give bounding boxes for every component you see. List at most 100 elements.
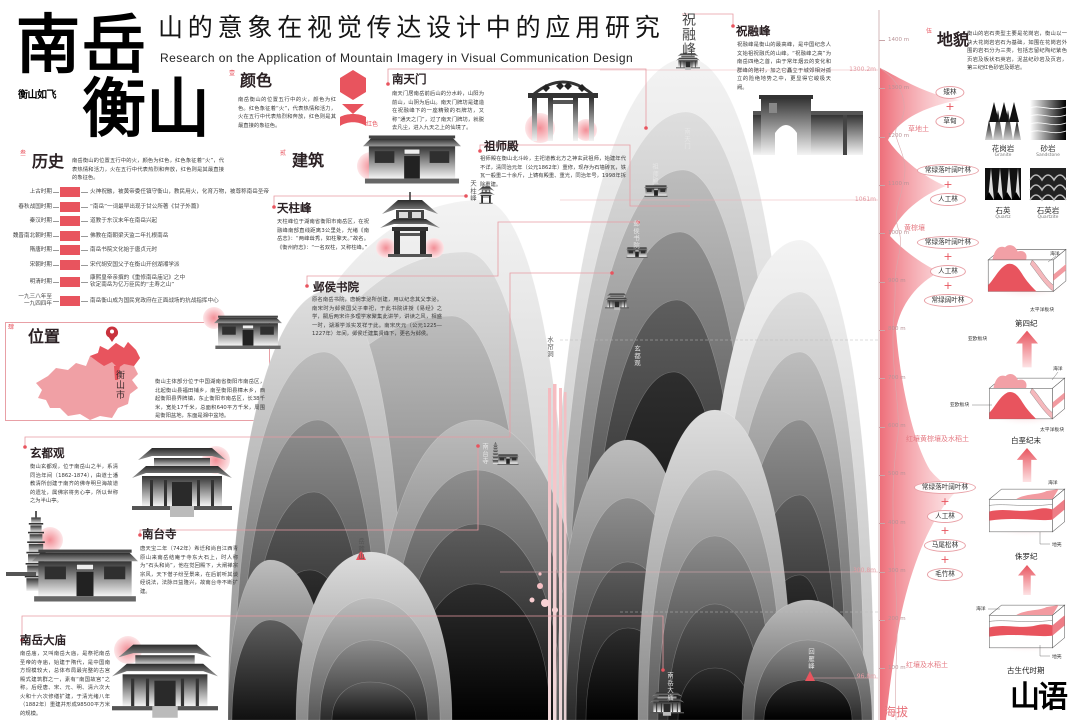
vegetation-separator: + — [943, 250, 952, 265]
timeline-connector — [53, 191, 59, 193]
timeline-marker — [60, 187, 80, 197]
logo-tagline: 衡山如飞 — [18, 90, 57, 101]
nanyuedamiao-temple-illustration — [112, 636, 218, 718]
timeline-marker — [60, 216, 80, 226]
geology-stage: 第四纪 — [1015, 319, 1038, 328]
altitude-tick — [879, 88, 885, 90]
mountain-label-xuanduguan: 玄都观 — [633, 345, 640, 367]
vegetation-type: 矮林 — [935, 85, 965, 99]
vegetation-type: 常绿落叶阔叶林 — [916, 235, 980, 249]
geology-label-crust: 地壳 — [1052, 655, 1062, 660]
vegetation-zone: 常绿落叶阔叶林+人工林+马尾松林+毛竹林 — [913, 480, 977, 582]
vegetation-item: 人工林 — [930, 192, 966, 207]
altitude-tick-label: 1200 m — [888, 133, 910, 140]
altitude-tick — [879, 668, 885, 670]
geology-label-pacific: 太平洋板块 — [1030, 308, 1054, 313]
timeline-row: 秦汉时期 道教于东汉末年在南岳兴起 — [0, 216, 285, 226]
plus-icon: + — [943, 279, 953, 293]
elevation-marker-yuelushan: 300.8m — [852, 567, 876, 574]
mountain-label-zushidian: 祖师殿 — [651, 163, 658, 185]
rock-label-en: Sandstone — [1036, 153, 1060, 158]
site-title-yehoushuyuan: 邺侯书院 — [313, 280, 359, 294]
site-title-nantianmen: 南天门 — [392, 72, 427, 86]
vegetation-zone: 常绿落叶阔叶林+人工林 — [916, 163, 980, 207]
vegetation-item: 人工林 — [927, 509, 963, 524]
rock-label-en: Quartzite — [1037, 215, 1059, 220]
timeline-marker — [60, 231, 80, 241]
history-timeline: 上古时期火神祝融，被黄帝委任镇守衡山，教民用火，化育万物，被尊称南岳圣帝春秋战国… — [0, 0, 280, 320]
section-title-location: 位置 — [28, 327, 61, 346]
altitude-tick-label: 900 m — [888, 278, 906, 285]
timeline-connector — [81, 235, 88, 237]
altitude-tick-label: 100 m — [888, 664, 906, 671]
timeline-connector — [81, 300, 88, 302]
vegetation-type: 常绿落叶阔叶林 — [913, 480, 977, 494]
vegetation-type: 常绿阔叶林 — [923, 293, 973, 307]
elevation-marker-huiyanfeng: 96.8m — [856, 673, 876, 680]
timeline-period: 上古时期 — [29, 188, 52, 195]
xuanduguan-temple-illustration — [132, 446, 232, 517]
vegetation-zone: 常绿落叶阔叶林+人工林+常绿阔叶林 — [916, 235, 980, 308]
geology-stage: 古生代时期 — [1007, 666, 1045, 675]
vegetation-item: 常绿落叶阔叶林 — [913, 480, 977, 495]
plus-icon: + — [940, 524, 950, 538]
location-description: 衡山主体部分位于中国湖南省衡阳市南岳区，北起衡山县福田铺乡，南至衡阳县樟木乡，西… — [155, 379, 265, 419]
altitude-tick — [879, 378, 885, 380]
timeline-connector — [81, 264, 88, 266]
timeline-period: 明清时期 — [29, 278, 52, 285]
timeline-connector — [81, 281, 88, 283]
section-title-landform: 地貌 — [937, 30, 970, 49]
vegetation-item: 草甸 — [935, 114, 965, 129]
color-description: 南岳衡山的位置五行中的火，颜色为红色。红色象征着“火”，代表热情和活力，火在五行… — [238, 97, 336, 129]
site-title-zushidian: 祖师殿 — [484, 139, 519, 153]
rock-label: 石英 — [995, 206, 1011, 215]
geology-stage: 侏罗纪 — [1015, 552, 1038, 561]
timeline-connector — [81, 191, 88, 193]
site-text-xuanduguan: 衡山玄都观，位于南岳山之半，系清同治年间（1862-1874），由道士潘教清所创… — [30, 464, 118, 504]
vegetation-separator: + — [943, 279, 952, 294]
site-title-tianzhufeng: 天柱峰 — [277, 201, 312, 215]
plus-icon: + — [945, 100, 955, 114]
site-title-xuanduguan: 玄都观 — [30, 446, 65, 460]
altitude-tick — [879, 136, 885, 138]
section-title-history: 历史 — [32, 152, 65, 171]
rock-label-en: Quartz — [995, 215, 1011, 220]
section-number: 伍 — [926, 28, 933, 35]
site-text-nantaisi: 唐天宝二年（742年）希迁和尚自江西青原山来南岳结庵于寺东大石上，时人称为“石头… — [140, 546, 238, 595]
rock-label-en: Granite — [994, 153, 1012, 158]
waterfall — [529, 384, 567, 720]
tianzhufeng-pavilion-illustration — [376, 192, 444, 258]
vegetation-separator: + — [940, 524, 949, 539]
soil-label: 黄棕壤 — [904, 224, 925, 232]
timeline-event: 佛教在南朝梁天监二年扎根南岳 — [90, 232, 169, 239]
history-intro: 南岳衡山的位置五行中的火，颜色为红色，红色象征着“火”，代表热情和活力，火在五行… — [72, 158, 224, 181]
timeline-period: 魏晋南北朝时期 — [12, 232, 52, 239]
vegetation-type: 人工林 — [930, 264, 966, 278]
elevation-marker-tianzhufeng: 1061m — [854, 196, 876, 203]
vegetation-type: 毛竹林 — [927, 567, 963, 581]
timeline-period: 秦汉时期 — [29, 217, 52, 224]
vegetation-type: 常绿落叶阔叶林 — [916, 163, 980, 177]
timeline-event: 道教于东汉末年在南岳兴起 — [90, 217, 158, 224]
timeline-marker — [60, 296, 80, 306]
site-title-nanyuedamiao: 南岳大庙 — [20, 633, 66, 647]
timeline-marker — [60, 202, 80, 212]
plus-icon: + — [943, 250, 953, 264]
timeline-connector — [53, 235, 59, 237]
plus-icon: + — [940, 553, 950, 567]
altitude-tick-label: 1100 m — [888, 181, 910, 188]
altitude-tick — [879, 619, 885, 621]
site-text-tianzhufeng: 天柱峰位于湖南省衡阳市南岳区，在祝融峰南部直线距离3公里处，光绪《南岳志》：“两… — [277, 219, 369, 251]
page-subtitle: Research on the Application of Mountain … — [160, 51, 634, 65]
timeline-row: 宋朝时期宋代胡安国父子在衡山开创湖湘学派 — [0, 260, 285, 270]
vegetation-separator: + — [943, 178, 952, 193]
site-text-yehoushuyuan: 原名南岳书院，唐朝李泌所创建，用以纪念其父李泌。南宋时为邺侯国父子奉祀，于此书院… — [312, 297, 442, 337]
timeline-period: 春秋战国时期 — [18, 203, 52, 210]
vegetation-item: 马尾松林 — [923, 538, 967, 553]
timeline-connector — [53, 300, 59, 302]
geology-label-ocean: 海洋 — [976, 607, 986, 612]
mountain-layer — [331, 681, 417, 720]
mountain-label-zhurongfeng: 祝融峰 — [680, 12, 696, 57]
mountain-label-yehoushuyuan: 邺侯书院 — [632, 220, 639, 250]
